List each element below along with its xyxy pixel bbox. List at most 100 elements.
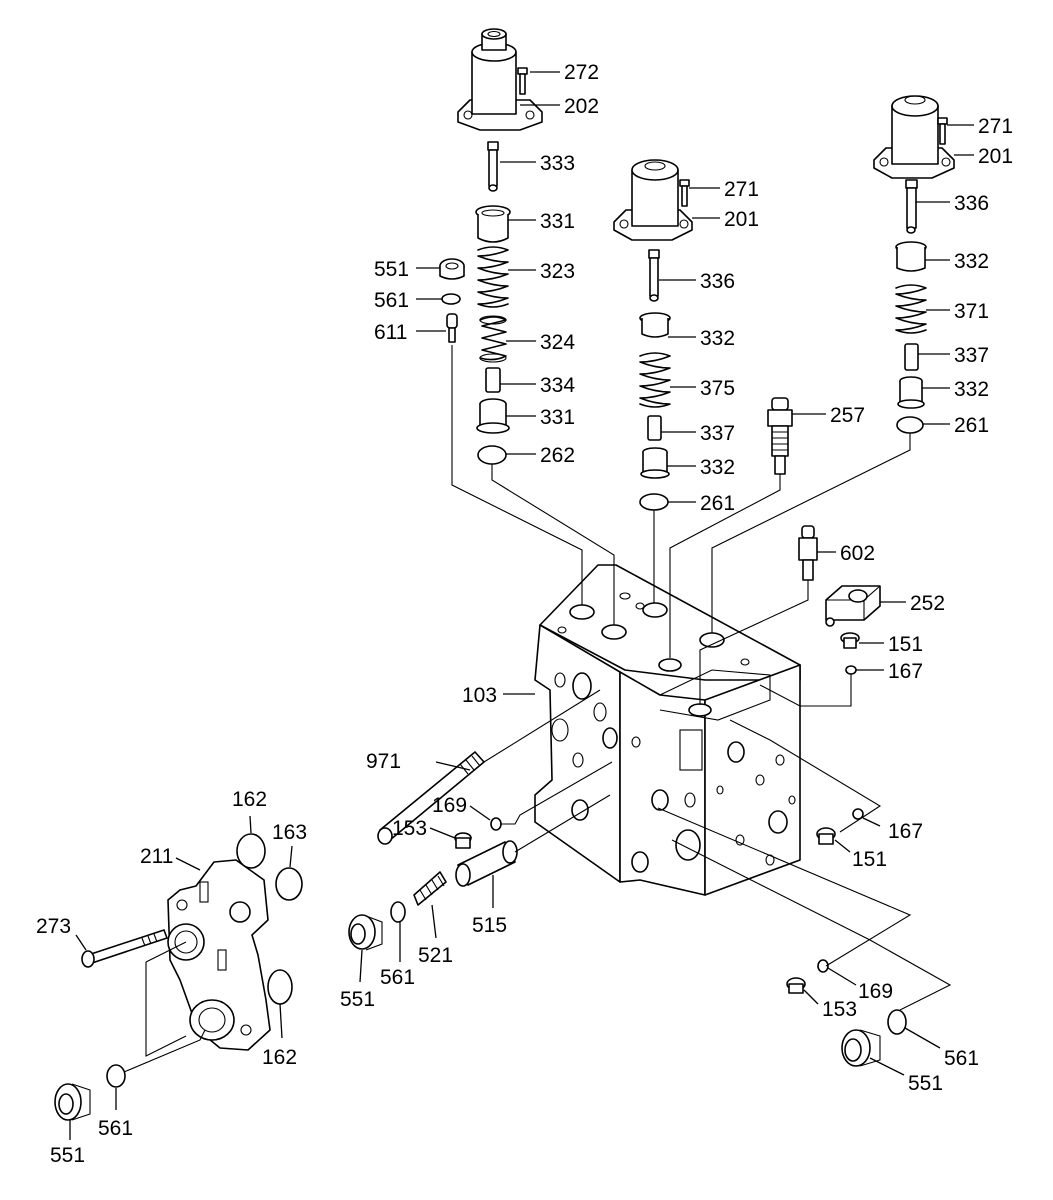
oring-169-upper <box>490 817 502 831</box>
label-271-center: 271 <box>724 178 759 201</box>
label-324: 324 <box>540 331 575 354</box>
screw-271-right <box>937 117 948 145</box>
screw-272 <box>517 67 528 95</box>
spring-521 <box>413 871 447 906</box>
plug-151-upper <box>840 632 860 649</box>
label-202: 202 <box>564 95 599 118</box>
spring-324 <box>479 315 507 363</box>
label-169-lower: 169 <box>858 980 893 1003</box>
pin-336-center <box>648 249 660 302</box>
pin-336-right <box>905 179 918 234</box>
label-334: 334 <box>540 374 575 397</box>
solenoid-201-center <box>613 159 693 241</box>
screw-271-center <box>679 179 690 207</box>
oring-261-center <box>639 493 669 511</box>
cap-332-center-lower <box>640 447 670 479</box>
label-332-right-lower: 332 <box>954 378 989 401</box>
plug-153-lower <box>786 977 806 994</box>
label-261-right: 261 <box>954 414 989 437</box>
label-332-right-upper: 332 <box>954 250 989 273</box>
label-561-upper: 561 <box>374 289 409 312</box>
oring-169-lower <box>817 959 829 973</box>
pin-337-right <box>904 343 919 371</box>
label-162-upper: 162 <box>232 788 267 811</box>
label-336-center: 336 <box>700 270 735 293</box>
label-551-upper: 551 <box>374 258 409 281</box>
valve-body-103 <box>534 564 801 896</box>
label-561-lower-right: 561 <box>944 1047 979 1070</box>
cap-332-center-upper <box>639 312 671 338</box>
label-103: 103 <box>462 684 497 707</box>
label-211: 211 <box>140 845 173 868</box>
plug-551-upper <box>439 258 465 280</box>
label-561-left: 561 <box>98 1117 133 1140</box>
label-153-lower: 153 <box>822 998 857 1021</box>
label-272: 272 <box>564 61 599 84</box>
label-551-lower-right: 551 <box>908 1072 943 1095</box>
label-169-upper: 169 <box>432 794 467 817</box>
oring-561-left <box>106 1064 126 1088</box>
label-521: 521 <box>418 944 453 967</box>
plug-551-left <box>54 1083 91 1121</box>
label-551-left: 551 <box>50 1144 85 1167</box>
label-261-center: 261 <box>700 492 735 515</box>
label-201-center: 201 <box>724 208 759 231</box>
label-331-lower: 331 <box>540 406 575 429</box>
fitting-602 <box>798 525 818 581</box>
label-336-right: 336 <box>954 192 989 215</box>
oring-162-upper <box>236 833 266 869</box>
oring-561-mid <box>390 901 406 923</box>
label-163: 163 <box>272 821 307 844</box>
solenoid-202 <box>457 28 543 131</box>
pin-333 <box>487 141 499 192</box>
label-151-upper: 151 <box>888 633 923 656</box>
leader-lines <box>69 71 974 1140</box>
cap-332-right-upper <box>895 241 927 272</box>
oring-561-upper <box>441 293 461 305</box>
label-375: 375 <box>700 377 735 400</box>
relief-valve-257 <box>767 397 793 475</box>
label-167-upper: 167 <box>888 660 923 683</box>
label-273: 273 <box>36 915 71 938</box>
oring-162-lower <box>267 969 293 1005</box>
label-162-lower: 162 <box>262 1046 297 1069</box>
label-337-center: 337 <box>700 422 735 445</box>
label-201-right: 201 <box>978 145 1013 168</box>
cap-331-lower <box>476 398 510 434</box>
oring-261-right <box>896 416 924 434</box>
oring-167-lower <box>852 808 864 820</box>
spring-375 <box>639 352 671 408</box>
block-252 <box>825 585 881 627</box>
label-515: 515 <box>472 914 507 937</box>
plug-551-lower-right <box>841 1029 881 1067</box>
oring-262 <box>477 445 507 465</box>
oring-561-lower-right <box>887 1009 907 1035</box>
pin-334 <box>485 367 501 393</box>
plug-153-upper <box>454 832 472 849</box>
label-551-mid: 551 <box>340 988 375 1011</box>
callout-labels: 272 202 333 331 323 551 561 611 324 334 … <box>36 61 1013 1167</box>
cap-332-right-lower <box>897 376 925 409</box>
bolt-273 <box>81 929 168 968</box>
label-971: 971 <box>366 750 401 773</box>
label-337-right: 337 <box>954 344 989 367</box>
plug-551-mid <box>348 914 383 951</box>
oring-167-upper <box>845 665 857 675</box>
label-323: 323 <box>540 260 575 283</box>
spring-323 <box>477 246 509 308</box>
label-257: 257 <box>830 404 865 427</box>
label-371: 371 <box>954 300 989 323</box>
fitting-611 <box>446 313 458 343</box>
label-262: 262 <box>540 444 575 467</box>
label-332-center-upper: 332 <box>700 327 735 350</box>
label-561-mid: 561 <box>380 966 415 989</box>
spring-371 <box>895 284 927 334</box>
label-151-lower: 151 <box>852 848 887 871</box>
label-332-center-lower: 332 <box>700 456 735 479</box>
cover-211 <box>167 859 271 1051</box>
spool-515 <box>455 840 518 887</box>
label-331-upper: 331 <box>540 210 575 233</box>
solenoid-201-right <box>873 95 955 179</box>
oring-163 <box>275 867 303 901</box>
